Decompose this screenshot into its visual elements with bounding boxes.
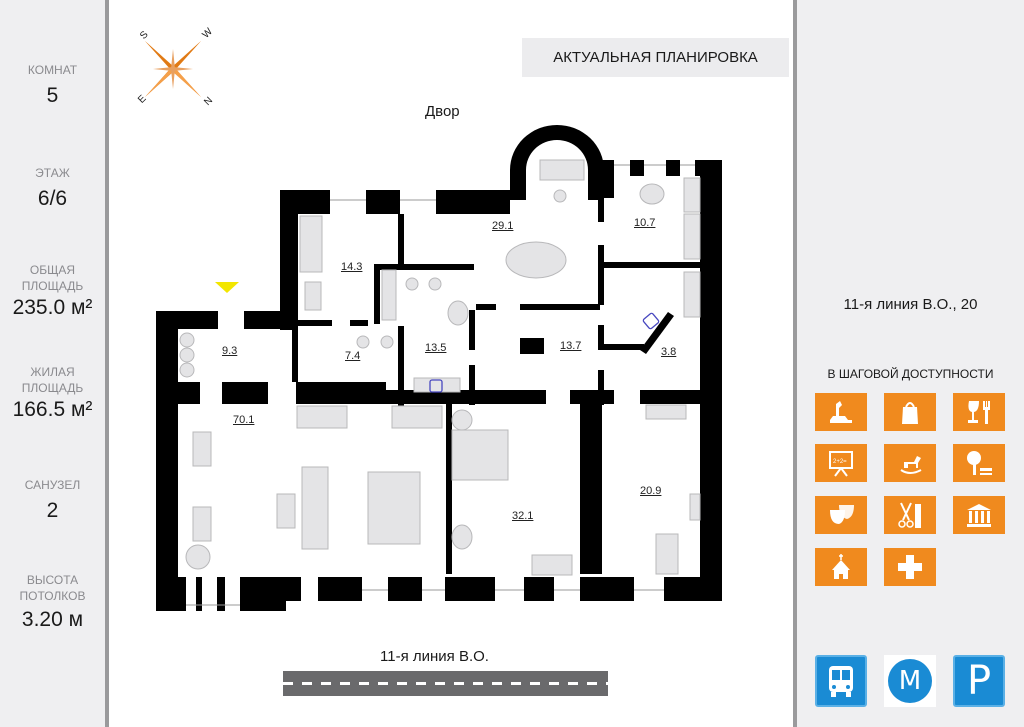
left-divider [105, 0, 109, 727]
room-area-label: 3.8 [661, 346, 677, 358]
museum-icon [953, 496, 1005, 534]
parking-letter: P [966, 658, 992, 704]
stats-sidebar: КОМНАТ 5 ЭТАЖ 6/6 ОБЩАЯ ПЛОЩАДЬ 235.0 м²… [0, 0, 105, 727]
right-divider [793, 0, 797, 727]
church-icon [815, 548, 867, 586]
room-area-label: 13.7 [560, 340, 582, 352]
hair-salon-icon [884, 496, 936, 534]
stat-label: ВЫСОТА [26, 573, 79, 587]
stat-living-area: ЖИЛАЯ ПЛОЩАДЬ 166.5 м² [0, 364, 105, 422]
metro-icon: M [884, 655, 936, 707]
room-area-label: 9.3 [222, 345, 238, 357]
road-lane-markings [283, 682, 608, 685]
monument-icon [815, 393, 867, 431]
stat-bathrooms: САНУЗЕЛ 2 [0, 477, 105, 523]
stat-label: ЖИЛАЯ [30, 365, 75, 379]
room-area-label: 70.1 [233, 414, 255, 426]
stat-value: 2 [46, 499, 59, 522]
room-area-label: 29.1 [492, 220, 514, 232]
room-area-label: 32.1 [512, 510, 534, 522]
parking-icon: P [953, 655, 1005, 707]
stat-value: 5 [46, 84, 59, 107]
theater-icon [815, 496, 867, 534]
info-panel: 11-я линия В.О., 20 В ШАГОВОЙ ДОСТУПНОСТ… [797, 0, 1024, 727]
stat-label: ПЛОЩАДЬ [21, 279, 84, 293]
stat-value: 166.5 м² [12, 398, 93, 421]
stat-ceiling-height: ВЫСОТА ПОТОЛКОВ 3.20 м [0, 572, 105, 632]
street-label: 11-я линия В.О. [380, 648, 489, 665]
stat-value: 6/6 [37, 187, 68, 210]
nearby-title: В ШАГОВОЙ ДОСТУПНОСТИ [827, 367, 994, 381]
room-area-label: 13.5 [425, 342, 447, 354]
stat-value: 235.0 м² [12, 296, 93, 319]
plan-title: АКТУАЛЬНАЯ ПЛАНИРОВКА [522, 38, 789, 77]
stat-rooms: КОМНАТ 5 [0, 62, 105, 108]
road-graphic [283, 671, 608, 696]
room-area-label: 14.3 [341, 261, 363, 273]
school-icon: 2+2= [815, 444, 867, 482]
compass-star-icon [145, 41, 201, 97]
stat-total-area: ОБЩАЯ ПЛОЩАДЬ 235.0 м² [0, 262, 105, 320]
stat-label: ПЛОЩАДЬ [21, 381, 84, 395]
address: 11-я линия В.О., 20 [843, 296, 978, 313]
svg-text:2+2=: 2+2= [833, 459, 847, 465]
courtyard-label: Двор [425, 103, 460, 120]
medical-icon [884, 548, 936, 586]
room-area-label: 10.7 [634, 217, 656, 229]
kindergarten-icon [884, 444, 936, 482]
room-area-label: 7.4 [345, 350, 361, 362]
bus-icon [815, 655, 867, 707]
room-area-label: 20.9 [640, 485, 662, 497]
stat-floor: ЭТАЖ 6/6 [0, 165, 105, 211]
stat-label: КОМНАТ [27, 63, 78, 77]
stat-label: ПОТОЛКОВ [19, 589, 86, 603]
metro-letter: M [888, 659, 932, 703]
compass-rose: S W E N [135, 26, 225, 112]
stat-label: САНУЗЕЛ [24, 478, 81, 492]
stat-label: ОБЩАЯ [29, 263, 76, 277]
park-icon [953, 444, 1005, 482]
stat-value: 3.20 м [21, 608, 84, 631]
restaurant-icon [953, 393, 1005, 431]
shopping-bag-icon [884, 393, 936, 431]
stat-label: ЭТАЖ [35, 166, 70, 180]
